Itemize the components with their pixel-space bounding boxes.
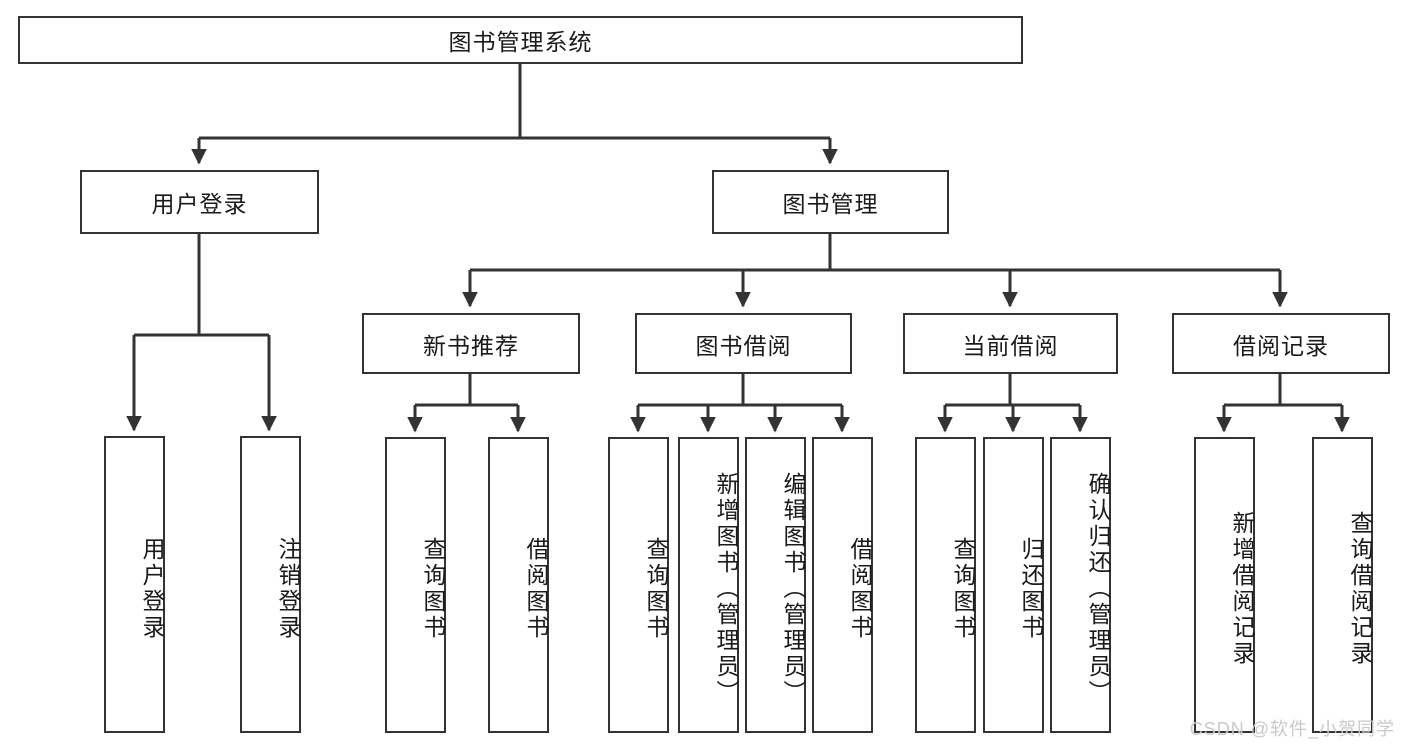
node-book-manage[interactable]: 图书管理	[712, 170, 949, 234]
node-leaf-borrow-book-2[interactable]: 借阅图书	[812, 437, 873, 733]
node-leaf-query-record[interactable]: 查询借阅记录	[1312, 437, 1373, 733]
csdn-watermark: CSDN @软件_小贺同学	[1189, 719, 1395, 739]
node-leaf-add-book[interactable]: 新增图书（管理员）	[678, 437, 739, 733]
node-borrow-record[interactable]: 借阅记录	[1172, 313, 1390, 374]
node-root[interactable]: 图书管理系统	[18, 16, 1023, 64]
node-leaf-query-book-2-label: 查询图书	[643, 537, 669, 641]
node-leaf-add-book-label: 新增图书（管理员）	[713, 472, 739, 706]
node-leaf-edit-book[interactable]: 编辑图书（管理员）	[745, 437, 806, 733]
node-leaf-borrow-book-2-label: 借阅图书	[847, 537, 873, 641]
node-book-manage-label: 图书管理	[782, 191, 879, 217]
node-user-login-label: 用户登录	[151, 191, 248, 217]
node-book-borrow-label: 图书借阅	[695, 332, 792, 359]
node-leaf-return-book[interactable]: 归还图书	[983, 437, 1044, 733]
node-leaf-user-login[interactable]: 用户登录	[104, 436, 165, 733]
node-leaf-query-record-label: 查询借阅记录	[1347, 511, 1373, 667]
node-new-book-rec-label: 新书推荐	[423, 332, 519, 359]
node-leaf-confirm-return[interactable]: 确认归还（管理员）	[1050, 437, 1111, 733]
node-root-label: 图书管理系统	[448, 29, 593, 55]
node-user-login[interactable]: 用户登录	[80, 170, 319, 234]
node-leaf-query-book-1-label: 查询图书	[420, 537, 446, 641]
node-leaf-query-book-2[interactable]: 查询图书	[608, 437, 669, 733]
node-current-borrow-label: 当前借阅	[962, 332, 1059, 359]
node-leaf-query-book-3-label: 查询图书	[950, 537, 976, 641]
node-new-book-rec[interactable]: 新书推荐	[362, 313, 580, 374]
node-book-borrow[interactable]: 图书借阅	[635, 313, 852, 374]
node-leaf-query-book-1[interactable]: 查询图书	[385, 437, 446, 733]
node-leaf-return-book-label: 归还图书	[1018, 537, 1044, 641]
node-leaf-logout[interactable]: 注销登录	[240, 436, 301, 733]
node-leaf-add-record-label: 新增借阅记录	[1229, 511, 1255, 667]
node-current-borrow[interactable]: 当前借阅	[903, 313, 1118, 374]
node-leaf-edit-book-label: 编辑图书（管理员）	[780, 472, 806, 706]
node-leaf-query-book-3[interactable]: 查询图书	[915, 437, 976, 733]
node-leaf-logout-label: 注销登录	[275, 536, 301, 641]
node-leaf-borrow-book-1[interactable]: 借阅图书	[488, 437, 549, 733]
node-leaf-confirm-return-label: 确认归还（管理员）	[1085, 472, 1111, 706]
node-leaf-user-login-label: 用户登录	[139, 536, 165, 641]
node-borrow-record-label: 借阅记录	[1233, 332, 1329, 359]
node-leaf-borrow-book-1-label: 借阅图书	[523, 537, 549, 641]
node-leaf-add-record[interactable]: 新增借阅记录	[1194, 437, 1255, 733]
